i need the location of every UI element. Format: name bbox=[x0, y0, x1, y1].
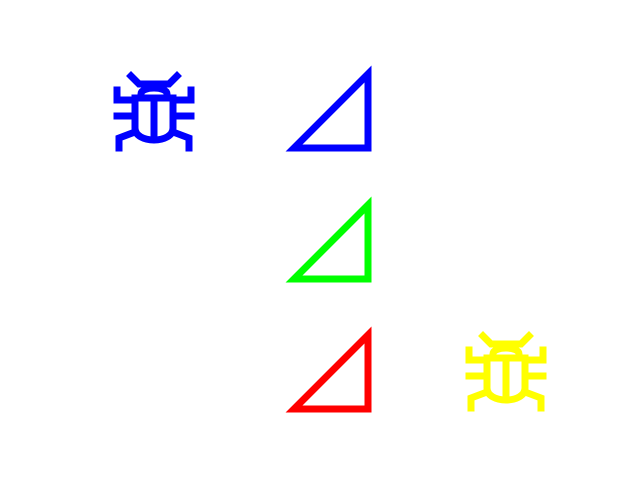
bug-icon bbox=[111, 70, 197, 154]
triangle-icon bbox=[285, 326, 373, 414]
triangle-icon bbox=[285, 196, 373, 284]
bug-icon bbox=[463, 330, 549, 414]
triangle-icon bbox=[285, 65, 373, 153]
